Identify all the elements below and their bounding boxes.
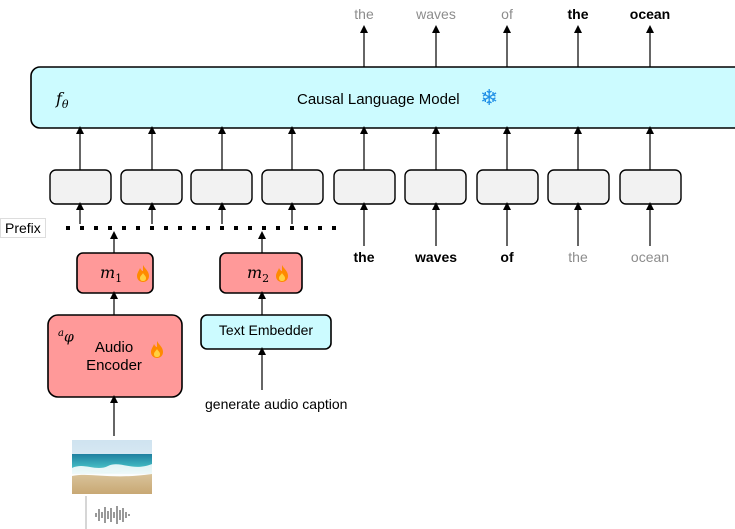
prefix-to-token-arrows [76,202,296,224]
output-token: waves [416,6,456,22]
word-to-token-arrows [360,202,654,246]
audio-waveform-icon [95,506,130,524]
audio-encoder-line1: Audio [94,339,134,356]
text-embedder-box [200,314,332,350]
output-arrows [360,25,654,67]
prefix-token-box [120,169,183,205]
audio-encoder-symbol: aφ [58,328,74,346]
flame-icon [276,265,288,282]
input-token: ocean [630,249,670,265]
word-token-box [476,169,539,205]
lm-title: Causal Language Model [297,91,460,108]
ocean-waves-image [72,440,152,494]
flame-icon [151,341,163,358]
audio-encoder-line2: Encoder [86,357,142,374]
token-to-lm-arrows [76,126,654,170]
language-model-box [30,66,735,129]
prefix-token-box [190,169,253,205]
output-token: the [354,6,374,22]
word-token-box [619,169,682,205]
input-token: the [568,249,588,265]
word-token-box [333,169,396,205]
input-token: of [500,249,514,265]
mapper-m2-label: m2 [247,263,270,286]
output-token: of [501,6,513,22]
lm-symbol: fθ [56,89,69,112]
snowflake-icon: ❄ [480,86,499,111]
prefix-label: Prefix [0,218,46,238]
text-embedder-label: Text Embedder [218,322,314,338]
output-token: the [567,6,589,22]
word-token-box [404,169,467,205]
flame-icon [137,265,149,282]
mapper-m1-label: m1 [100,263,123,286]
word-token-box [547,169,610,205]
input-token: waves [414,249,458,265]
input-token: the [353,249,375,265]
prompt-text: generate audio caption [205,396,348,412]
output-token: ocean [629,6,671,22]
prefix-token-box [261,169,324,205]
prefix-token-box [49,169,112,205]
token-embedding-boxes [49,169,682,205]
